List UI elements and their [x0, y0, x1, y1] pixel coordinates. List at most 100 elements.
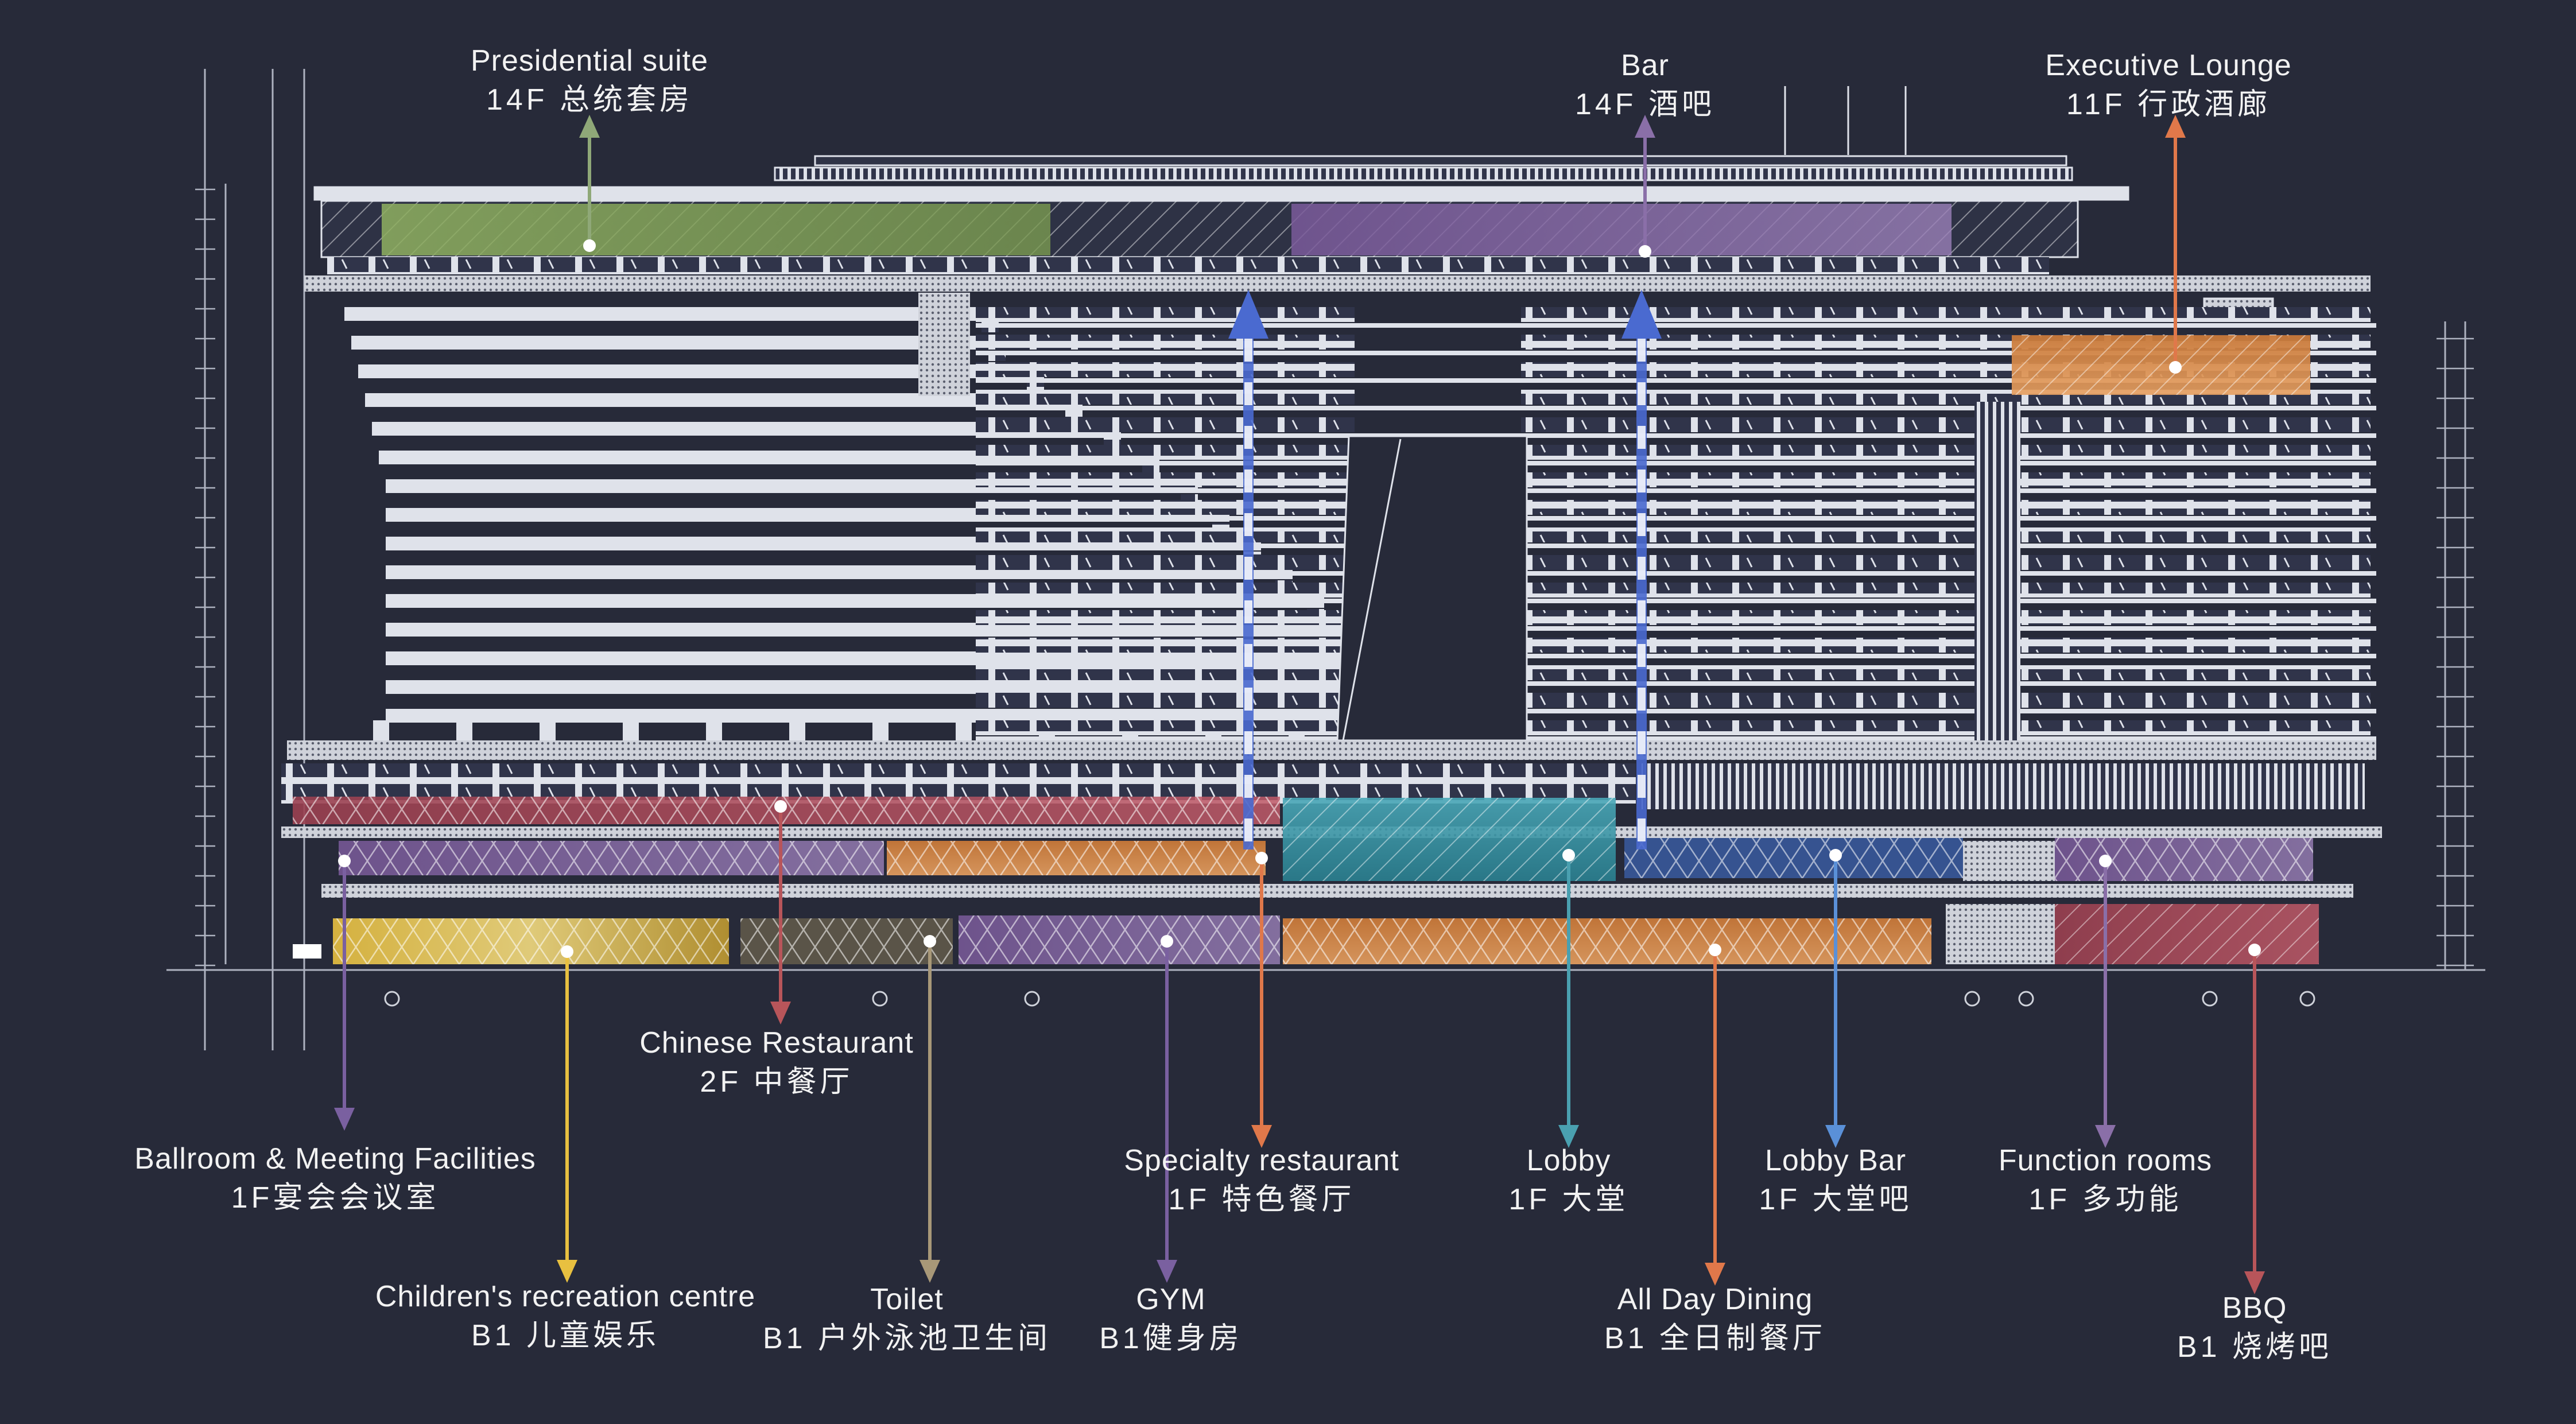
label-cn: 1F 特色餐厅	[1168, 1183, 1355, 1216]
floor-band	[1521, 307, 2371, 322]
floor-band	[1521, 665, 2371, 680]
top-volume	[304, 200, 2371, 292]
core	[918, 293, 970, 396]
floor-slab	[344, 307, 999, 321]
arrowhead	[1157, 1260, 1177, 1283]
label-en: Chinese Restaurant	[639, 1026, 914, 1060]
label-executive-lounge: Executive Lounge 11F 行政酒廊	[2045, 46, 2291, 124]
floor-band	[976, 555, 1355, 570]
label-cn: 11F 行政酒廊	[2066, 88, 2271, 121]
leader-dot	[1161, 935, 1173, 948]
label-en: Presidential suite	[471, 44, 708, 77]
label-cn: 1F宴会会议室	[231, 1181, 440, 1215]
leader-dot	[1829, 849, 1842, 862]
floor-band	[976, 390, 1355, 405]
podium-column	[373, 720, 389, 743]
floor-band	[976, 638, 1355, 653]
label-en: GYM	[1136, 1283, 1206, 1316]
leader-chinese	[770, 800, 791, 1025]
floor-band	[976, 417, 1355, 432]
floor-slab	[365, 393, 1083, 407]
arrowhead	[1705, 1263, 1725, 1286]
leader-allday	[1705, 944, 1725, 1286]
arrowhead	[920, 1260, 940, 1283]
leader-dot	[1562, 849, 1575, 862]
podium-column	[456, 720, 472, 743]
leader-dot	[774, 800, 787, 813]
arrowhead	[1558, 1125, 1579, 1148]
label-en: Function rooms	[1998, 1144, 2213, 1177]
arrowhead	[334, 1108, 355, 1131]
floor-band	[1521, 610, 2371, 625]
floor-band	[1521, 472, 2371, 487]
label-en: Children's recreation centre	[375, 1280, 756, 1313]
floor-slab	[351, 336, 1006, 350]
leader-bbq	[2244, 944, 2265, 1294]
leader-dot	[561, 945, 573, 958]
label-toilet: Toilet B1 户外泳池卫生间	[763, 1280, 1051, 1358]
floor-band	[976, 445, 1355, 460]
arrowhead	[2095, 1125, 2116, 1148]
floor-band	[1521, 583, 2371, 597]
floor-band	[976, 335, 1355, 350]
podium-column	[706, 720, 722, 743]
arrowhead	[2244, 1271, 2265, 1294]
floor-band	[1521, 500, 2371, 515]
label-cn: 1F 大堂吧	[1759, 1183, 1912, 1216]
label-cn: 14F 酒吧	[1574, 88, 1716, 121]
leader-dot	[1639, 245, 1651, 258]
label-en: Lobby	[1526, 1144, 1611, 1177]
leader-dot	[2169, 361, 2182, 374]
arrowhead	[1635, 115, 1655, 138]
floor-band	[976, 527, 1355, 542]
floor-band	[976, 362, 1355, 377]
leader-bar	[1635, 115, 1655, 258]
arrowhead	[579, 115, 600, 138]
podium	[281, 740, 2382, 964]
floor-band	[976, 610, 1355, 625]
leader-ballroom	[334, 855, 355, 1131]
floor-band	[1521, 693, 2371, 708]
label-cn: 1F 多功能	[2028, 1183, 2182, 1216]
label-cn: B1 户外泳池卫生间	[762, 1322, 1052, 1355]
label-cn: B1健身房	[1099, 1322, 1243, 1355]
roof	[313, 86, 2274, 321]
label-en: Toilet	[870, 1283, 944, 1316]
leader-dot	[583, 239, 596, 252]
label-bar: Bar 14F 酒吧	[1575, 46, 1715, 124]
label-function-rooms: Function rooms 1F 多功能	[1999, 1141, 2212, 1219]
leader-lobbybar	[1825, 849, 1846, 1148]
leader-function	[2095, 855, 2116, 1148]
label-en: BBQ	[2222, 1291, 2287, 1325]
label-cn: B1 烧烤吧	[2177, 1330, 2333, 1364]
dimension-lines	[166, 69, 2485, 1050]
arrowhead	[2165, 115, 2186, 138]
leader-executive	[2165, 115, 2186, 374]
grid-markers	[384, 991, 2315, 1007]
label-presidential-suite: Presidential suite 14F 总统套房	[471, 41, 708, 119]
leader-dot	[2099, 855, 2112, 867]
label-cn: B1 全日制餐厅	[1604, 1322, 1826, 1355]
leader-dot	[924, 935, 936, 948]
label-all-day-dining: All Day Dining B1 全日制餐厅	[1604, 1280, 1826, 1358]
leader-dot	[1709, 944, 1721, 956]
label-en: All Day Dining	[1617, 1283, 1813, 1316]
podium-column	[789, 720, 805, 743]
leader-gym	[1157, 935, 1177, 1283]
leader-presidential	[579, 115, 600, 252]
leader-toilet	[920, 935, 940, 1283]
level-ticks	[195, 188, 2474, 967]
leader-dot	[338, 855, 351, 867]
label-childrens-centre: Children's recreation centre B1 儿童娱乐	[375, 1277, 755, 1355]
label-en: Executive Lounge	[2045, 49, 2292, 82]
floor-band	[976, 693, 1355, 708]
label-cn: 1F 大堂	[1508, 1183, 1629, 1216]
podium-column	[872, 720, 889, 743]
label-cn: 2F 中餐厅	[700, 1065, 854, 1099]
podium-column	[956, 720, 972, 743]
floor-band	[1521, 720, 2371, 735]
leader-dot	[1255, 852, 1268, 864]
leader-specialty	[1251, 852, 1272, 1148]
